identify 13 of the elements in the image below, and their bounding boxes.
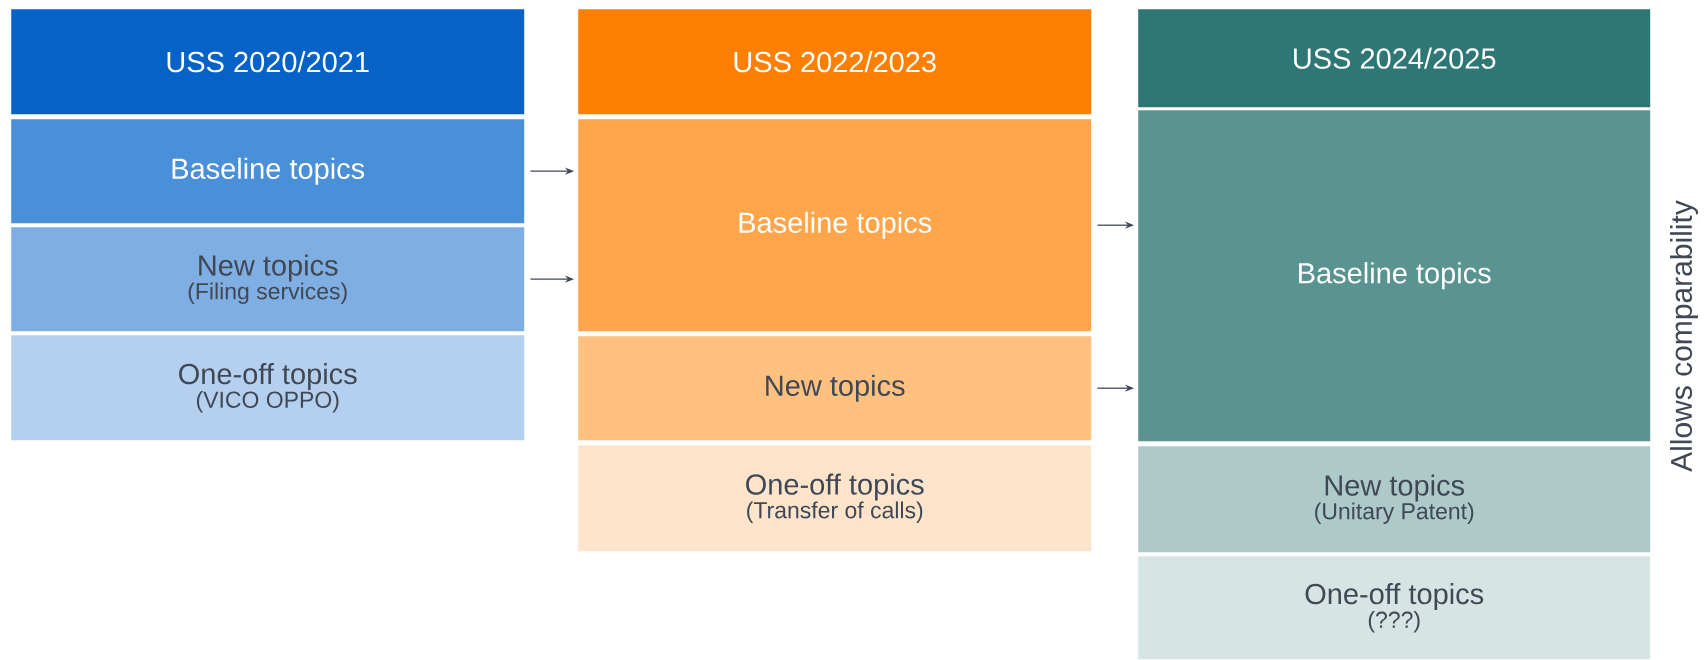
topic-box: One-off topics (VICO OPPO) xyxy=(11,335,525,441)
topic-box: Baseline topics xyxy=(1138,110,1651,442)
topic-box: New topics (Unitary Patent) xyxy=(1138,446,1651,553)
topic-box: One-off topics (???) xyxy=(1138,556,1651,660)
topic-box: Baseline topics xyxy=(11,119,525,224)
side-label: Allows comparability xyxy=(1670,200,1698,472)
topic-box: New topics xyxy=(578,336,1092,441)
topic-box: One-off topics (Transfer of calls) xyxy=(578,445,1092,552)
topic-box: New topics (Filing services) xyxy=(11,227,525,332)
header-box: USS 2024/2025 xyxy=(1138,9,1651,108)
header-box: USS 2020/2021 xyxy=(11,9,525,115)
topic-box: Baseline topics xyxy=(578,119,1092,332)
header-box: USS 2022/2023 xyxy=(578,9,1092,115)
